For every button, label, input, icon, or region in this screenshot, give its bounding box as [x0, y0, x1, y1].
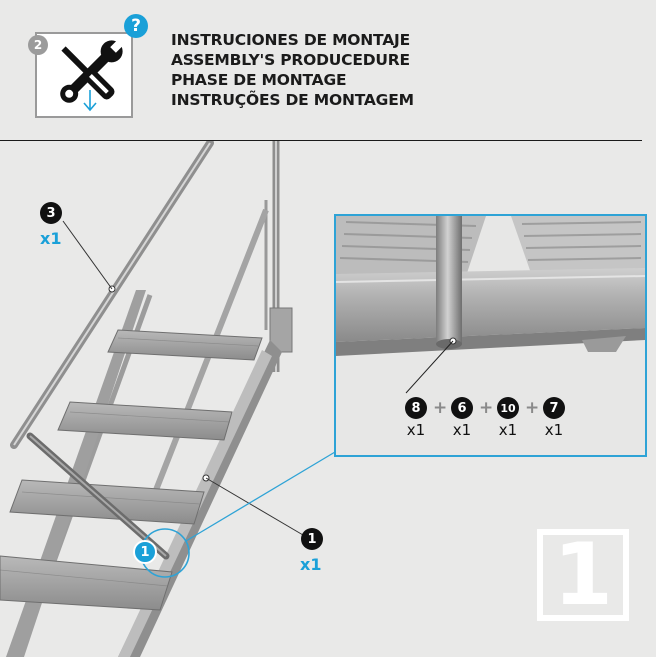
detail-zoom-panel: 8 x1 + 6 x1 + 10 x1 + 7 x1: [334, 214, 647, 457]
stair-illustration: [0, 141, 336, 657]
tools-icon: [35, 32, 133, 118]
header-titles: INSTRUCIONES DE MONTAJE ASSEMBLY'S PRODU…: [171, 30, 414, 110]
title-es: INSTRUCIONES DE MONTAJE: [171, 31, 410, 49]
plus-sign: +: [433, 398, 448, 418]
detail-illustration: [336, 216, 645, 394]
detail-callout-badge: 1: [133, 540, 157, 564]
part-8-badge: 8: [405, 397, 427, 419]
title-en: ASSEMBLY'S PRODUCEDURE: [171, 51, 410, 69]
hardware-formula: 8 x1 + 6 x1 + 10 x1 + 7 x1: [399, 397, 589, 441]
part-3-qty: x1: [40, 229, 62, 248]
part-7-qty: x1: [544, 421, 564, 439]
help-icon: ?: [124, 14, 148, 38]
part-7-badge: 7: [543, 397, 565, 419]
plus-sign: +: [525, 398, 540, 418]
hardware-item: 7 x1: [537, 397, 571, 439]
plus-sign: +: [479, 398, 494, 418]
part-1-qty: x1: [300, 555, 322, 574]
step-number: 1: [537, 529, 629, 621]
hardware-item: 8 x1: [399, 397, 433, 439]
tread: [0, 329, 263, 611]
title-pt: INSTRUÇÕES DE MONTAGEM: [171, 91, 414, 109]
part-1-badge: 1: [301, 528, 323, 550]
part-8-qty: x1: [406, 421, 426, 439]
part-10-badge: 10: [497, 397, 519, 419]
part-6-badge: 6: [451, 397, 473, 419]
header-number-badge: 2: [28, 35, 48, 55]
hardware-item: 6 x1: [445, 397, 479, 439]
part-3-badge: 3: [40, 202, 62, 224]
header-divider: [0, 140, 642, 141]
part-6-qty: x1: [452, 421, 472, 439]
title-fr: PHASE DE MONTAGE: [171, 71, 347, 89]
hardware-item: 10 x1: [491, 397, 525, 439]
part-10-qty: x1: [498, 421, 518, 439]
